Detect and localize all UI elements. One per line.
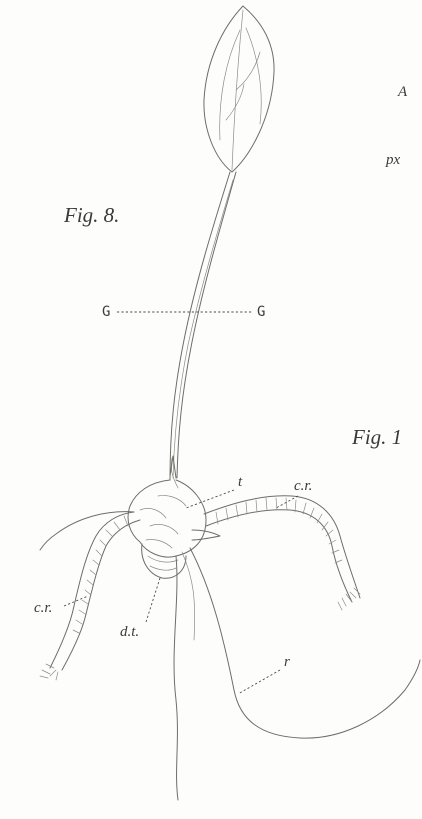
label-r: r [284,654,290,670]
fig-8-label: Fig. 8. [63,203,119,227]
section-line-g: G G [102,304,265,320]
fibrous-roots [174,548,420,800]
section-label-right: G [257,304,265,320]
label-cr-left: c.r. [34,600,52,616]
contractile-root-left [40,512,140,680]
section-label-left: G [102,304,110,320]
fig-partial-label: Fig. 1 [351,425,402,449]
stalk [170,172,236,480]
label-cr-right: c.r. [294,478,312,494]
contractile-root-right [204,496,360,610]
partial-label-px: px [385,152,401,168]
label-dt: d.t. [120,624,139,640]
label-t: t [238,474,243,490]
leaf-blade [204,6,274,172]
partial-label-a: A [397,84,408,100]
tuber [128,456,220,578]
